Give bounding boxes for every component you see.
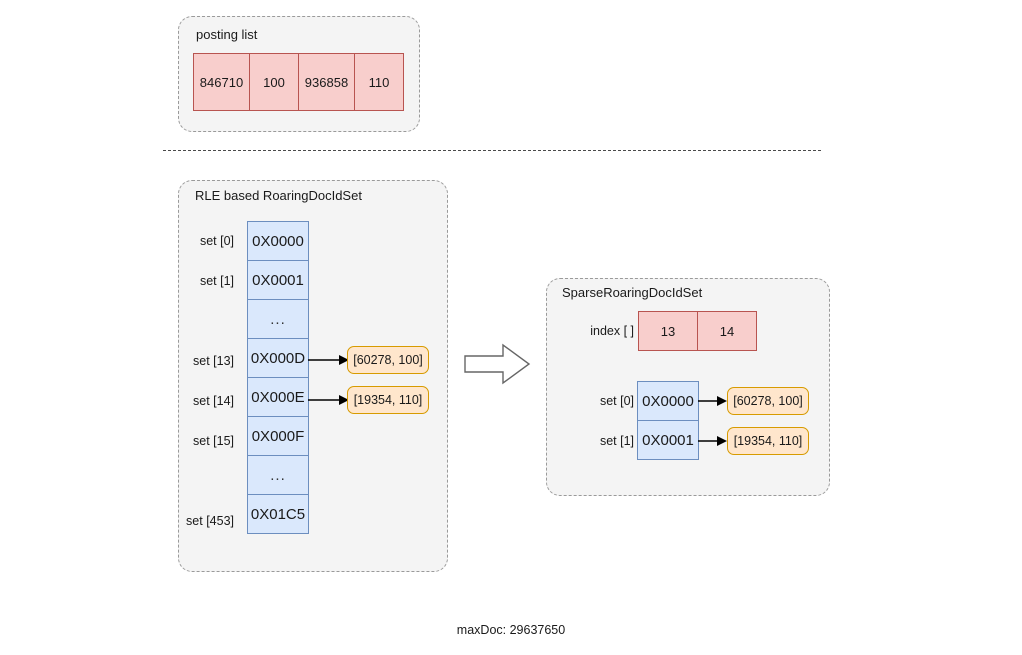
rle-row-label: set [453]: [186, 514, 234, 528]
sparse-connector-arrow: [698, 396, 727, 406]
rle-set-cell: 0X0001: [247, 260, 309, 300]
posting-list-title: posting list: [196, 27, 258, 42]
sparse-index-label: index [ ]: [590, 324, 634, 338]
posting-list-cell: 110: [354, 53, 404, 111]
sparse-range-tag: [19354, 110]: [727, 427, 809, 455]
sparse-set-cell: 0X0001: [637, 420, 699, 460]
rle-range-tag: [60278, 100]: [347, 346, 429, 374]
rle-set-column: 0X0000 0X0001 ... 0X000D 0X000E 0X000F .…: [247, 221, 309, 534]
sparse-range-tag: [60278, 100]: [727, 387, 809, 415]
sparse-panel-title: SparseRoaringDocIdSet: [562, 285, 703, 300]
sparse-row-label: set [0]: [599, 394, 634, 408]
rle-set-cell: 0X000E: [247, 377, 309, 417]
posting-list-cell: 100: [249, 53, 299, 111]
sparse-set-column: 0X0000 0X0001: [637, 381, 699, 460]
sparse-connector-arrow: [698, 436, 727, 446]
rle-panel-title: RLE based RoaringDocIdSet: [195, 188, 362, 203]
rle-set-cell: 0X000D: [247, 338, 309, 378]
rle-row-label: set [0]: [199, 234, 234, 248]
rle-connector-arrow: [308, 355, 349, 365]
sparse-index-cells: 13 14: [638, 311, 757, 351]
rle-row-label: set [13]: [193, 354, 234, 368]
max-doc-caption: maxDoc: 29637650: [456, 623, 566, 637]
sparse-row-label: set [1]: [599, 434, 634, 448]
rle-row-label: set [15]: [193, 434, 234, 448]
posting-list-cell: 936858: [298, 53, 355, 111]
rle-set-cell-ellipsis: ...: [247, 299, 309, 339]
section-divider: [163, 150, 821, 151]
rle-row-label: set [14]: [193, 394, 234, 408]
sparse-index-cell: 13: [638, 311, 698, 351]
rle-set-cell: 0X0000: [247, 221, 309, 261]
posting-list-cells: 846710 100 936858 110: [193, 53, 404, 111]
rle-set-cell: 0X000F: [247, 416, 309, 456]
rle-row-label: set [1]: [199, 274, 234, 288]
rle-panel: [178, 180, 448, 572]
rle-set-cell: 0X01C5: [247, 494, 309, 534]
posting-list-cell: 846710: [193, 53, 250, 111]
transform-block-arrow-icon: [464, 343, 531, 385]
rle-connector-arrow: [308, 395, 349, 405]
rle-set-cell-ellipsis: ...: [247, 455, 309, 495]
sparse-index-cell: 14: [697, 311, 757, 351]
sparse-set-cell: 0X0000: [637, 381, 699, 421]
rle-range-tag: [19354, 110]: [347, 386, 429, 414]
